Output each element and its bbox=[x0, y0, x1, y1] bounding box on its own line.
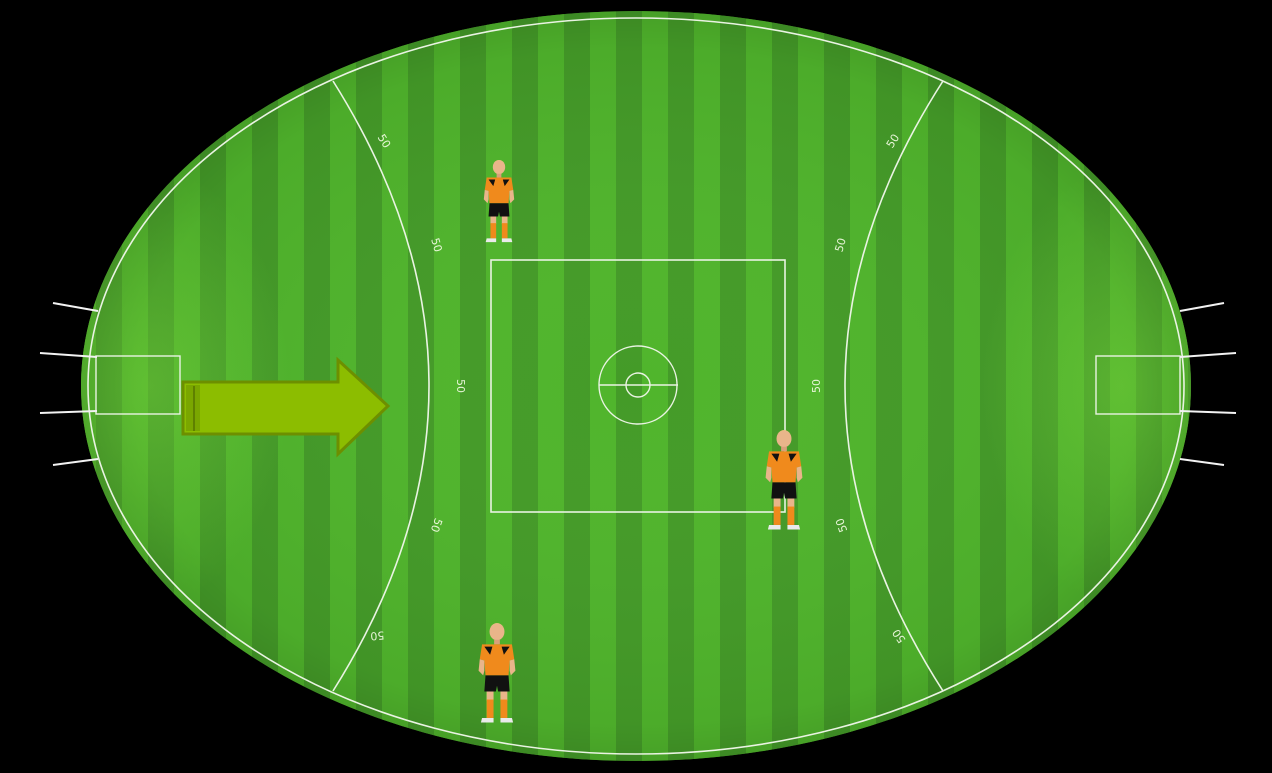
fifty-label: 50 bbox=[370, 628, 385, 642]
fifty-label: 50 bbox=[810, 379, 823, 393]
fifty-label: 50 bbox=[454, 379, 467, 393]
grass-stripe bbox=[1188, 0, 1214, 773]
